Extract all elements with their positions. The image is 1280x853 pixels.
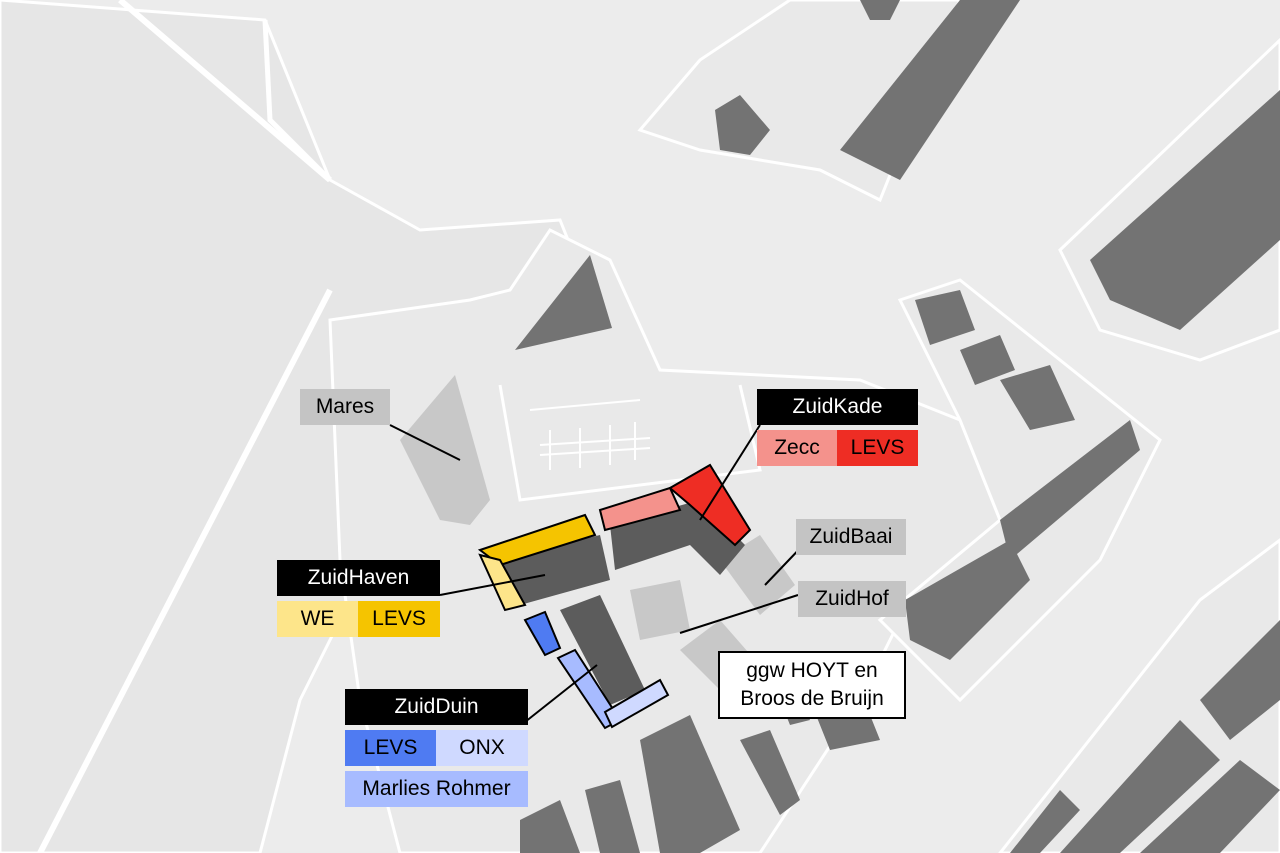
south-east-grid <box>998 538 1280 853</box>
quay-building-1 <box>840 0 1020 180</box>
zuidkade-zecc-label: Zecc <box>757 430 837 466</box>
east-strip-building-4 <box>960 335 1015 385</box>
north-path <box>118 0 332 183</box>
zuidduin-onx-volume <box>603 678 670 729</box>
mares-label: Mares <box>300 389 390 425</box>
zuidduin-levs-label: LEVS <box>345 730 436 766</box>
zuidduin-onx-label: ONX <box>436 730 528 766</box>
east-strip-building-1 <box>1000 420 1140 560</box>
zuidbaai-block <box>720 535 795 615</box>
marina-piers <box>529 399 651 470</box>
zuidhof-label: ZuidHof <box>798 581 906 617</box>
quay-building-2 <box>715 95 770 155</box>
ggw-line-2: Broos de Bruijn <box>740 687 884 710</box>
ggw-line-1: ggw HOYT en <box>746 659 878 682</box>
south-east-blocks <box>1010 620 1280 853</box>
north-pier <box>262 19 332 182</box>
zuidduin-building <box>560 595 645 705</box>
zuidduin-rohmer-label: Marlies Rohmer <box>345 771 528 807</box>
zuidkade-title: ZuidKade <box>757 389 918 425</box>
zuidhof-block-a <box>630 580 690 640</box>
harbour-basin <box>498 384 762 502</box>
zuidhaven-title: ZuidHaven <box>277 560 440 596</box>
north-triangle-building <box>515 255 612 350</box>
zuidhaven-we-label: WE <box>277 601 358 637</box>
zuidkade-levs-label: LEVS <box>837 430 918 466</box>
zuidhaven-levs-label: LEVS <box>358 601 440 637</box>
quay-building-3 <box>860 0 900 20</box>
east-strip-building-5 <box>1000 365 1075 430</box>
zuidduin-levs-volume <box>523 610 562 657</box>
zuidbaai-label: ZuidBaai <box>796 519 906 555</box>
mares-building <box>400 375 490 525</box>
east-strip-building-2 <box>905 540 1030 660</box>
west-road <box>37 288 333 853</box>
zuidduin-title: ZuidDuin <box>345 689 528 725</box>
east-industrial-building <box>1090 90 1280 330</box>
east-strip-building-3 <box>915 290 975 345</box>
zuidkade-zecc-volume <box>598 486 682 532</box>
ggw-label: ggw HOYT en Broos de Bruijn <box>718 651 906 719</box>
zuidhaven-building <box>500 535 610 605</box>
